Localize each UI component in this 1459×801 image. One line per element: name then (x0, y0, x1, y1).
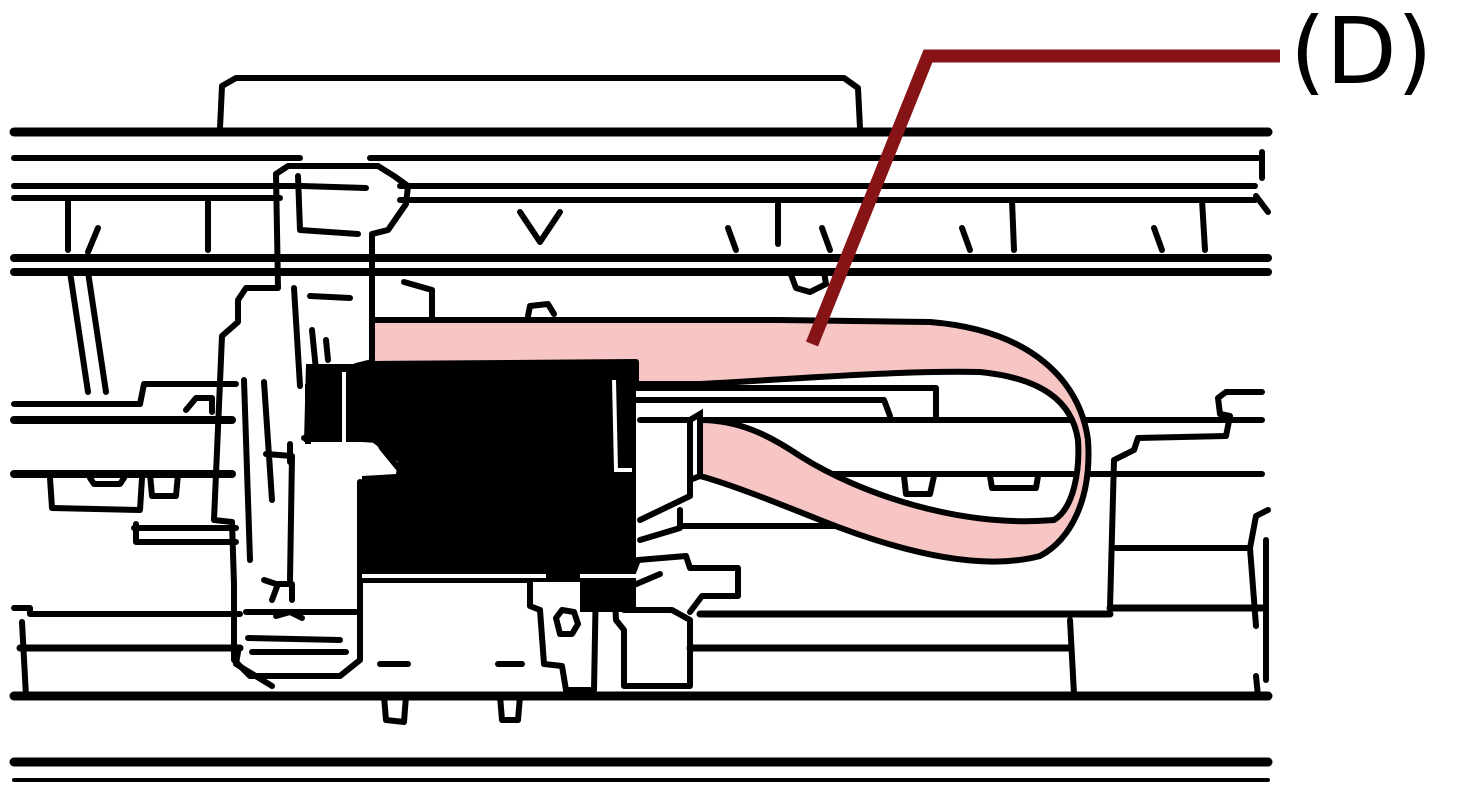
callout-label-d: (D) (1290, 0, 1433, 105)
callout-leader-line (805, 49, 1280, 347)
motor-block (304, 364, 636, 612)
top-cover (217, 75, 863, 131)
carriage-body (273, 163, 411, 383)
flat-cable (369, 317, 1092, 565)
